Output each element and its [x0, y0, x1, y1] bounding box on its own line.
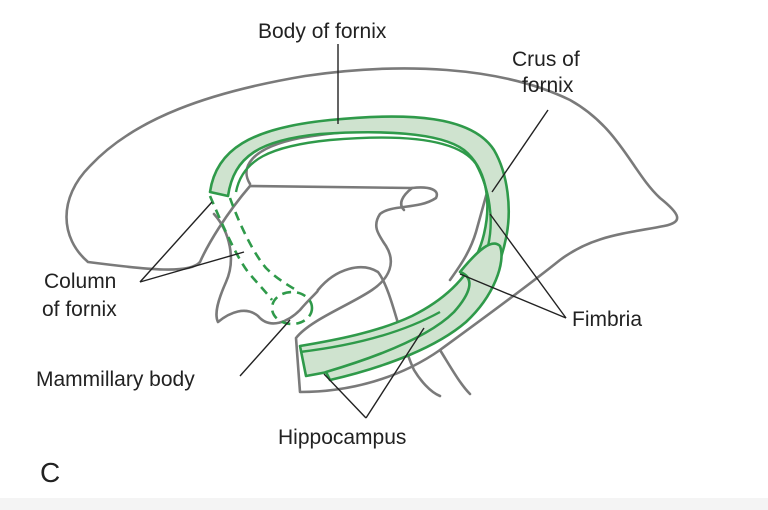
label-mammillary-body: Mammillary body: [36, 368, 195, 391]
column-of-fornix-dashed-2: [228, 197, 297, 292]
leader-fimbria-2: [489, 213, 567, 319]
fornix-inner-line-2: [299, 310, 441, 354]
label-hippocampus: Hippocampus: [278, 426, 406, 449]
fornix-inner-line: [234, 136, 492, 247]
bottom-strip: [0, 498, 768, 510]
lower-structure-outline: [212, 212, 320, 325]
label-fimbria: Fimbria: [572, 308, 642, 331]
thalamic-outline: [399, 186, 414, 212]
corpus-callosum-outline: [245, 129, 493, 282]
leader-column-1: [139, 201, 213, 283]
mammillary-body-dashed: [270, 290, 314, 326]
leader-hippocampus-1: [323, 373, 367, 419]
fornix-band: [208, 115, 510, 378]
hemisphere-outline: [65, 67, 679, 394]
label-column-of-fornix-line2: of fornix: [42, 298, 117, 321]
column-of-fornix-dashed: [208, 195, 274, 301]
panel-letter: C: [40, 457, 60, 488]
leader-crus-of-fornix: [491, 109, 549, 193]
label-column-of-fornix-line1: Column: [44, 270, 116, 293]
brainstem-outline: [316, 266, 442, 398]
label-crus-of-fornix-line1: Crus of: [512, 48, 580, 71]
label-crus-of-fornix-line2: fornix: [522, 74, 574, 97]
leader-hippocampus-2: [365, 327, 425, 419]
leader-fimbria-1: [459, 273, 567, 319]
fimbria-band: [324, 242, 503, 382]
stem-lower-outline: [438, 348, 472, 396]
label-body-of-fornix: Body of fornix: [258, 20, 387, 43]
leader-mammillary-body: [239, 319, 291, 377]
leader-column-2: [139, 251, 245, 283]
